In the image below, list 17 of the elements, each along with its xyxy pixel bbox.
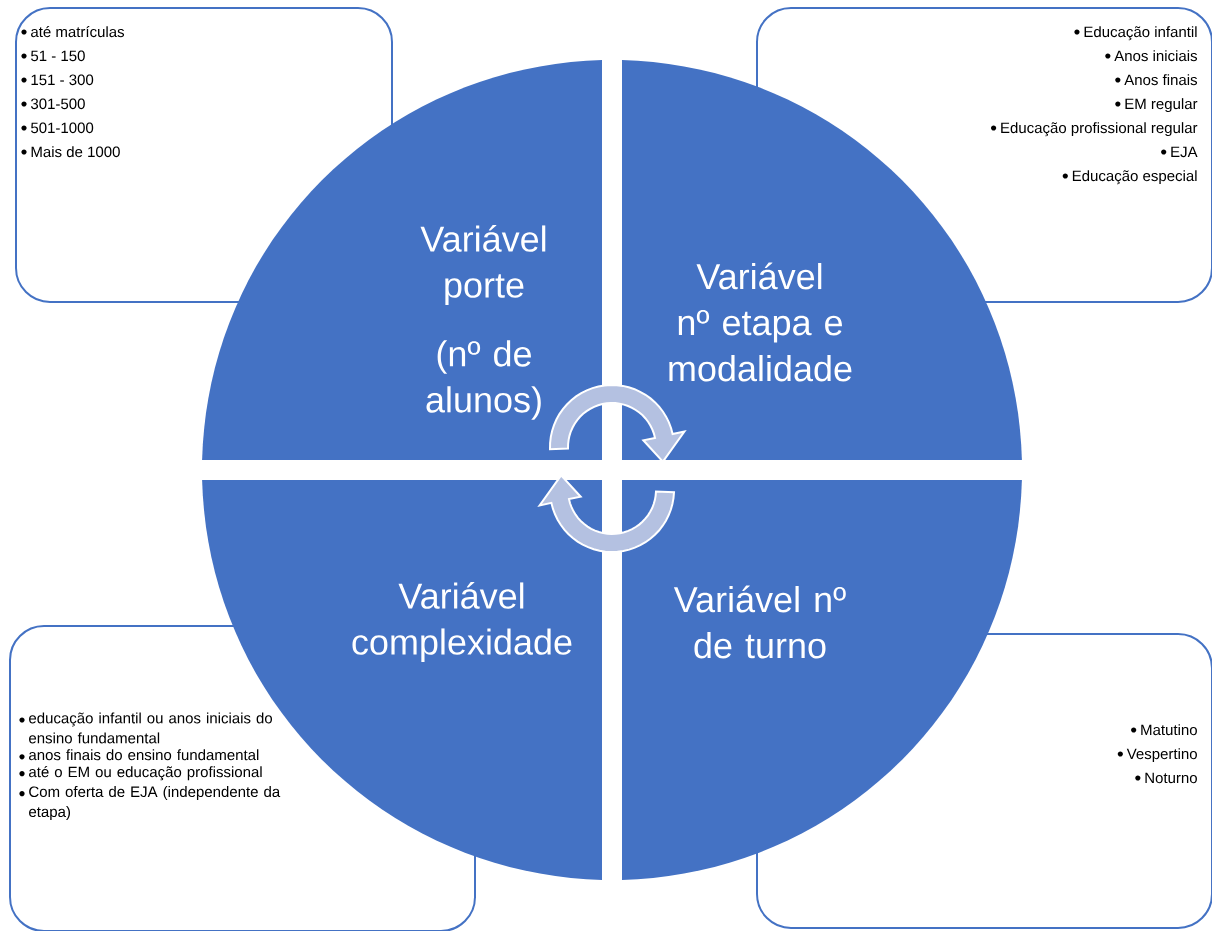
list-item: 51 - 150	[31, 50, 85, 62]
list-item: 151 - 300	[31, 74, 94, 86]
list-item: Matutino	[1141, 724, 1197, 736]
list-item: Vespertino	[1126, 748, 1197, 763]
quadrant: Variável nº de turno	[622, 480, 1022, 880]
list-item: Mais de 1000	[31, 146, 120, 158]
list-item: EJA	[1171, 146, 1198, 158]
list-item: até matrículas	[31, 25, 125, 38]
list-item: EM regular	[1125, 98, 1198, 113]
list-item: Anos finais	[1124, 74, 1198, 86]
list-item: 501-1000	[31, 122, 94, 134]
list-item: Noturno	[1145, 772, 1197, 784]
quadrant: Variável porte (nº de alunos)	[202, 60, 602, 460]
list-item: Anos iniciais	[1114, 50, 1198, 62]
list-item: Educação especial	[1072, 170, 1197, 185]
list-item: Educação infantil	[1084, 26, 1197, 41]
list-item: 301-500	[30, 98, 85, 110]
